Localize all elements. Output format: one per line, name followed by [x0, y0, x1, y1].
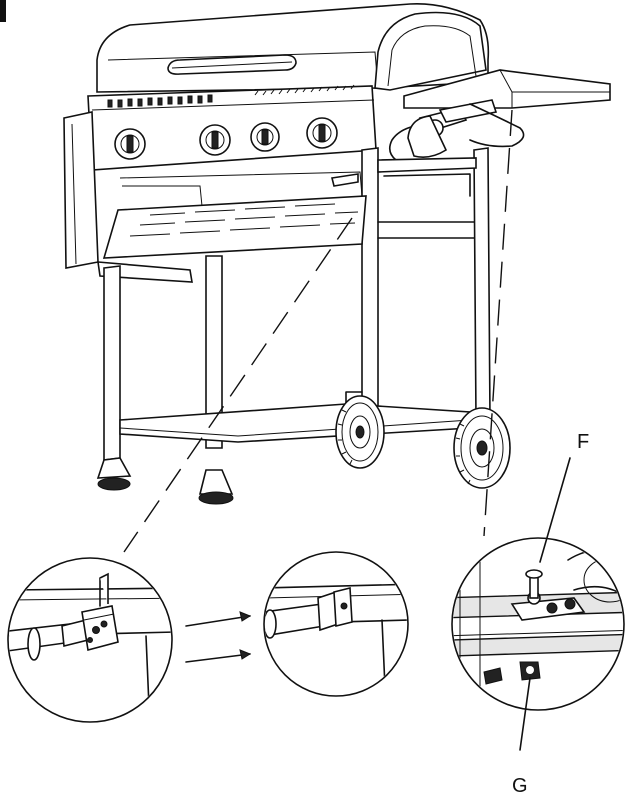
grill-wheels	[335, 395, 511, 489]
heat-shield-panel	[102, 195, 367, 259]
callout-label-f: F	[577, 431, 590, 453]
callout-label-g: G	[512, 775, 528, 797]
callout-line-f	[539, 457, 571, 563]
page-corner-mark	[0, 0, 6, 22]
grill-feet	[96, 457, 234, 505]
detail-leader-lines	[123, 109, 513, 553]
detail-view-bolt-fastening	[451, 457, 625, 751]
grill-illustration	[63, 3, 611, 505]
direction-arrows	[185, 611, 252, 663]
bottom-shelf	[119, 403, 471, 443]
left-side-shelf	[63, 111, 99, 269]
callout-line-g	[519, 677, 531, 751]
control-knobs	[114, 117, 338, 160]
detail-view-hose-after	[263, 551, 409, 697]
heat-shield-slots	[129, 203, 359, 237]
gas-regulator	[388, 99, 525, 161]
cart-frame	[103, 147, 491, 461]
lid-side-cap	[374, 11, 487, 91]
detail-view-hose-before	[7, 557, 173, 723]
panel-vents	[107, 84, 355, 108]
